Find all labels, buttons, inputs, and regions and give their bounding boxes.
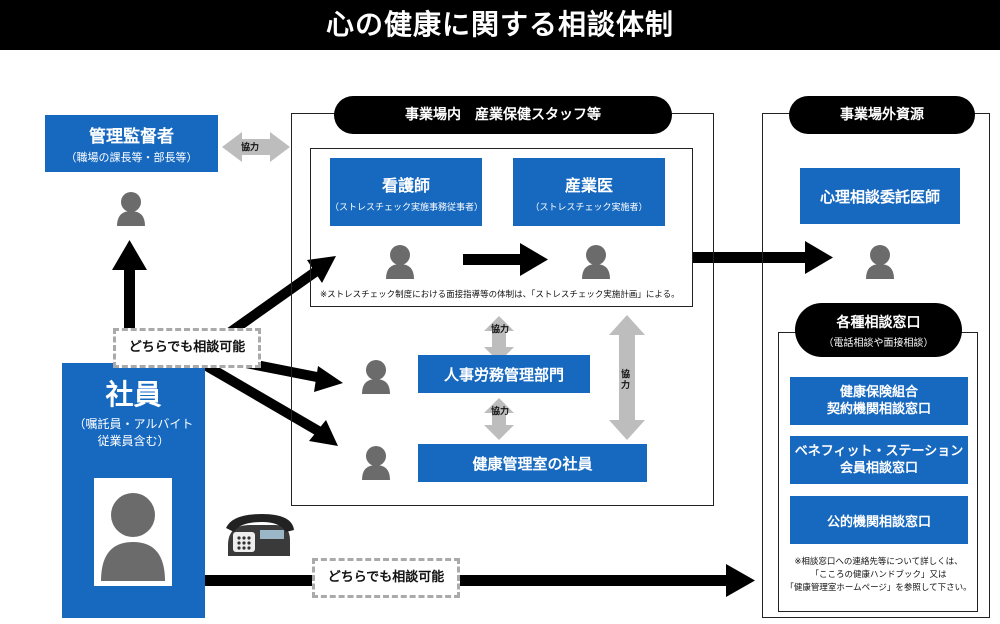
employee-photo-frame xyxy=(94,478,172,586)
employee-box: 社員 （嘱託員・アルバイト 従業員含む） xyxy=(62,363,205,618)
internal-header: 事業場内 産業保健スタッフ等 xyxy=(334,96,672,134)
page-title: 心の健康に関する相談体制 xyxy=(0,0,1000,50)
benefit-line-1: ベネフィット・ステーション xyxy=(794,444,964,459)
kyoryoku-label-hr-upper: 協力 xyxy=(491,325,510,335)
consult-anyone-label-lower: どちらでも相談可能 xyxy=(312,558,460,598)
arrow-employee-to-supervisor xyxy=(112,240,147,348)
doctor-sub: （ストレスチェック実施者） xyxy=(530,202,648,213)
employee-name: 社員 xyxy=(105,378,162,411)
nurse-sub: （ストレスチェック実施事務従事者） xyxy=(330,202,484,213)
public-agency-box: 公的機関相談窓口 xyxy=(790,496,968,544)
person-icon xyxy=(101,493,165,581)
benefit-line-2: 会員相談窓口 xyxy=(839,461,918,476)
consult-header-sub: （電話相談や面接相談） xyxy=(823,338,934,349)
arrow-nurse-to-doctor xyxy=(463,243,548,276)
doctor-name: 産業医 xyxy=(564,175,613,195)
kyoryoku-label-hr-lower: 協力 xyxy=(491,407,510,417)
doctor-box: 産業医 （ストレスチェック実施者） xyxy=(513,158,665,226)
benefit-station-box: ベネフィット・ステーション 会員相談窓口 xyxy=(790,436,968,484)
grey-arrow-supervisor-internal xyxy=(222,132,290,162)
supervisor-name: 管理監督者 xyxy=(89,127,174,147)
arrow-employee-to-health-staff xyxy=(202,360,338,446)
person-icon xyxy=(117,192,145,226)
kenpo-line-1: 健康保険組合 xyxy=(839,385,918,400)
consult-header-title: 各種相談窓口 xyxy=(836,315,921,331)
supervisor-box: 管理監督者 （職場の課長等・部長等） xyxy=(45,115,218,172)
external-header: 事業場外資源 xyxy=(789,96,975,134)
consult-note-line-1: ※相談窓口への連絡先等について詳しくは、 xyxy=(794,557,963,567)
grey-arrow-internal-hr xyxy=(484,316,514,362)
hr-department-box: 人事労務管理部門 xyxy=(418,355,590,393)
nurse-name: 看護師 xyxy=(381,175,430,195)
stress-check-frame xyxy=(310,148,693,307)
consult-note-line-3: 「健康管理室ホームページ」を参照して下さい。 xyxy=(785,583,972,593)
grey-arrow-hr-health xyxy=(484,398,514,440)
kenpo-box: 健康保険組合 契約機関相談窓口 xyxy=(790,377,968,425)
health-staff-box: 健康管理室の社員 xyxy=(418,444,647,482)
employee-sub-2: 従業員含む） xyxy=(97,434,170,448)
kyoryoku-label-supervisor: 協力 xyxy=(241,143,260,153)
consult-note: ※相談窓口への連絡先等について詳しくは、 「こころの健康ハンドブック」又は 「健… xyxy=(781,556,976,595)
consult-anyone-label-upper: どちらでも相談可能 xyxy=(113,328,261,368)
supervisor-sub: （職場の課長等・部長等） xyxy=(65,151,198,164)
employee-sub-1: （嘱託員・アルバイト xyxy=(73,417,194,431)
telephone-icon xyxy=(226,514,294,556)
consult-header: 各種相談窓口 （電話相談や面接相談） xyxy=(795,303,962,357)
nurse-box: 看護師 （ストレスチェック実施事務従事者） xyxy=(330,158,484,226)
consult-note-line-2: 「こころの健康ハンドブック」又は xyxy=(810,570,947,580)
arrow-internal-to-external xyxy=(692,241,833,274)
psych-doctor-box: 心理相談委託医師 xyxy=(800,168,960,224)
arrow-employee-to-consult xyxy=(205,564,755,597)
grey-arrow-doctor-health xyxy=(609,315,645,440)
stress-check-note: ※ストレスチェック制度における面接指導等の体制は、「ストレスチェック実施計画」に… xyxy=(320,290,680,300)
kyoryoku-label-doctor: 協力 xyxy=(621,370,631,391)
kenpo-line-2: 契約機関相談窓口 xyxy=(826,402,931,417)
